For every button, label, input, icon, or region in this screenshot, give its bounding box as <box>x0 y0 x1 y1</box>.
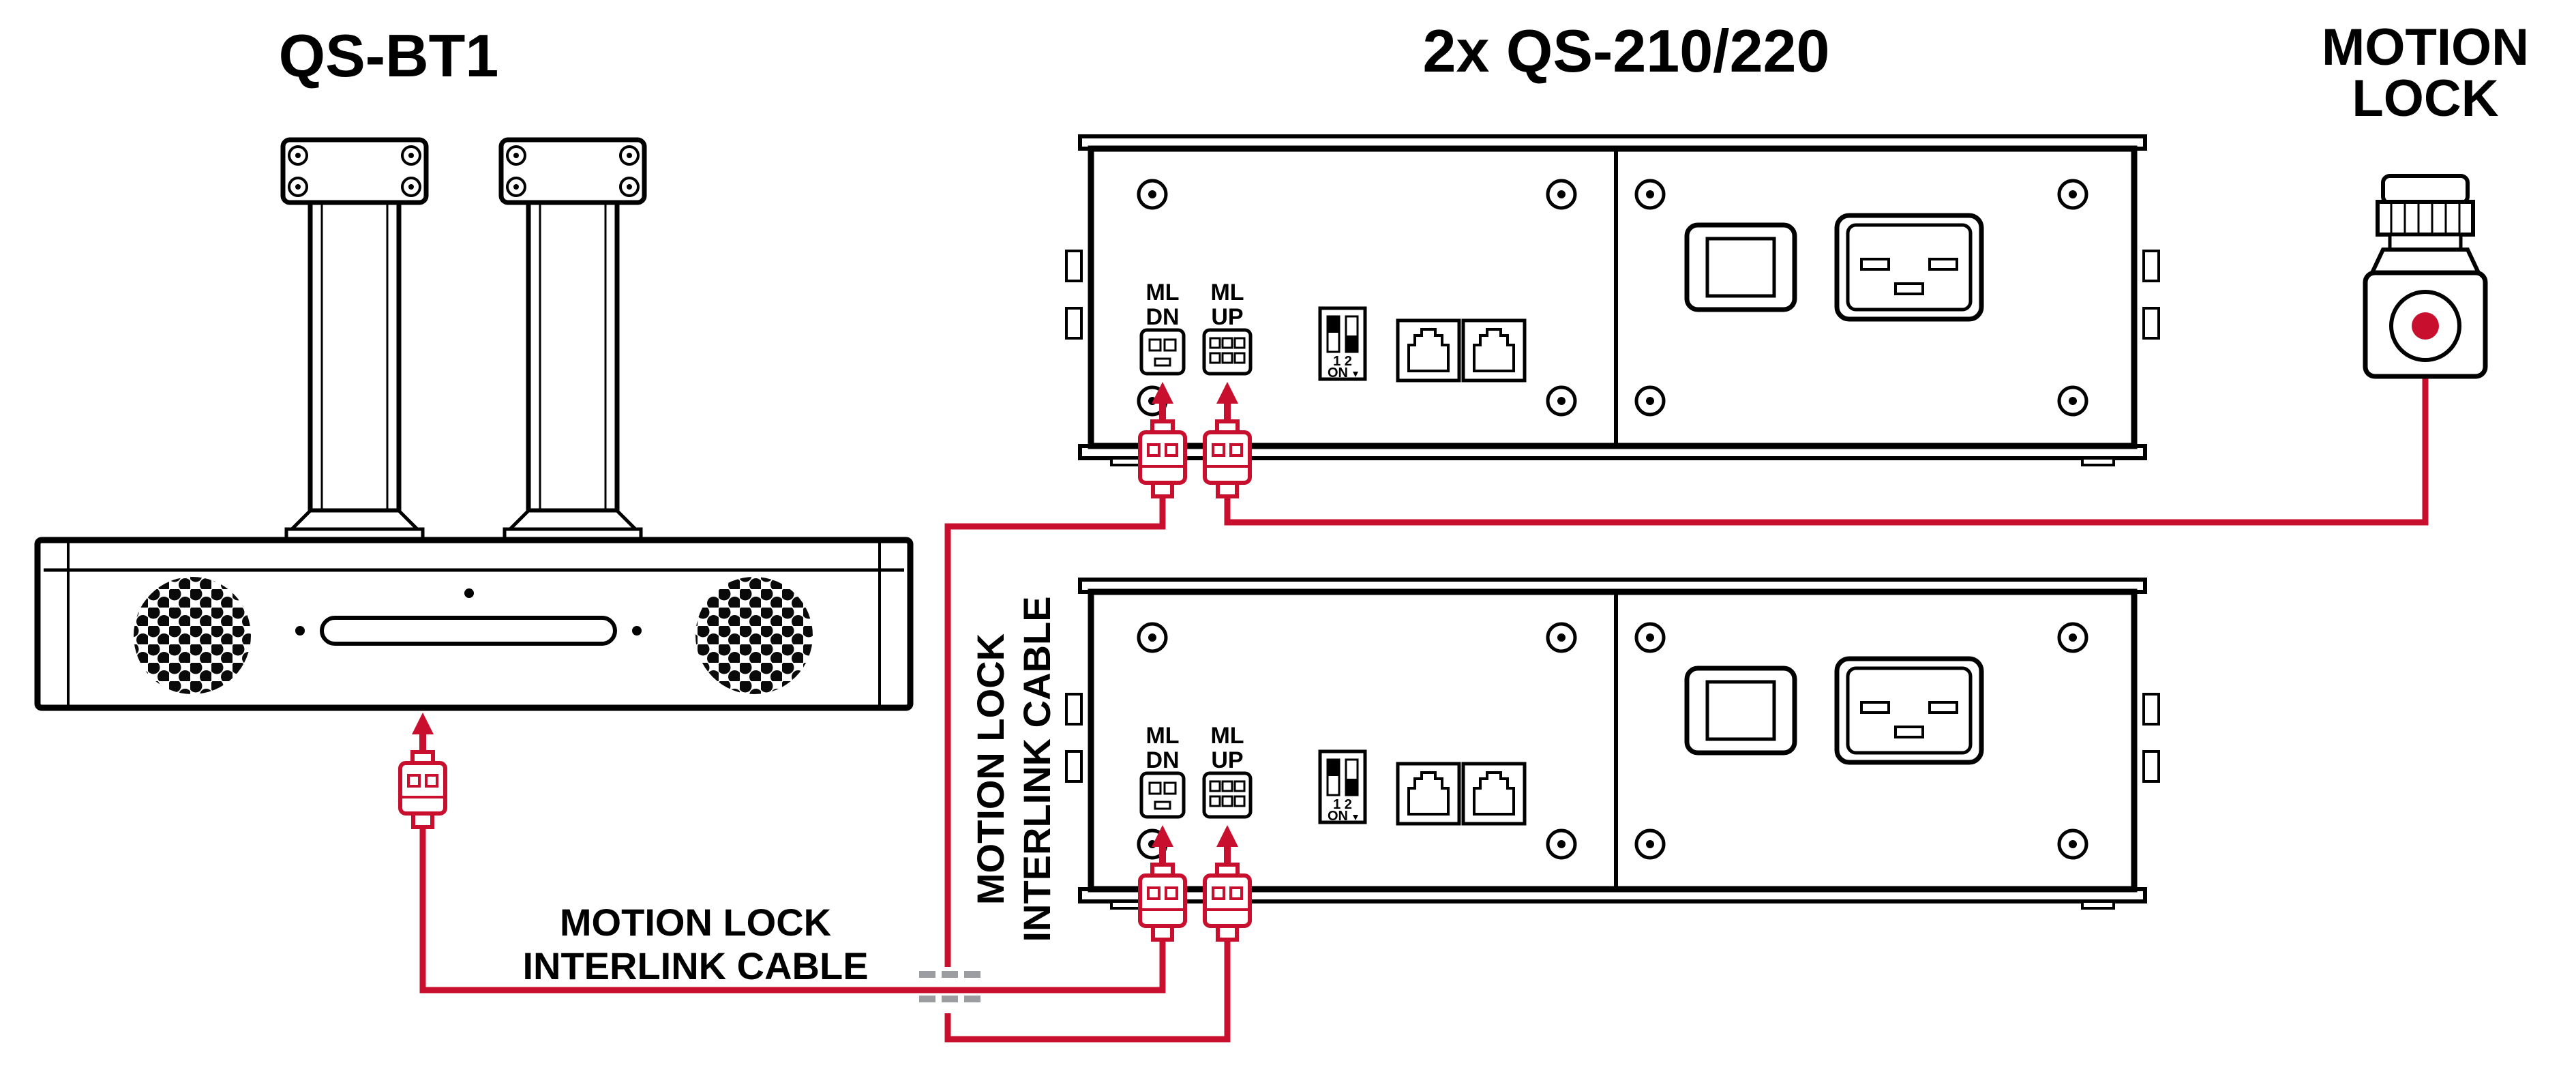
qs-bt1-title: QS-BT1 <box>279 22 499 89</box>
qs-210-220-title: 2x QS-210/220 <box>1423 17 1830 85</box>
base-dot <box>295 626 305 636</box>
speaker-grille-left <box>134 577 251 694</box>
estop-connector-center <box>2412 312 2439 340</box>
post-foot-flare <box>287 509 422 531</box>
dash <box>964 971 980 978</box>
motion-lock-device: MOTION LOCK <box>2322 18 2529 379</box>
estop-button <box>2363 174 2488 379</box>
screw-center <box>408 153 414 158</box>
screw-center <box>627 153 632 158</box>
base-dot <box>632 626 642 636</box>
dash <box>942 996 958 1002</box>
interlink-cable-horizontal-label-line1: MOTION LOCK <box>560 901 831 944</box>
screw-center <box>627 184 632 190</box>
dash <box>964 996 980 1002</box>
interlink-cable-vertical-label-line2: INTERLINK CABLE <box>1015 596 1058 942</box>
base-handle-slot <box>320 616 617 646</box>
post-foot-flare <box>505 509 640 531</box>
qs-bt1-base <box>34 537 914 711</box>
post-column <box>308 200 402 513</box>
motion-lock-title-line1: MOTION <box>2322 18 2529 76</box>
qs-bt1-post-left <box>280 137 429 542</box>
estop-knurl-band <box>2376 200 2475 237</box>
dash <box>919 971 935 978</box>
speaker-grille-right <box>695 577 813 694</box>
estop-cap <box>2381 174 2470 205</box>
screw-center <box>295 184 301 190</box>
interlink-cable-horizontal-label-line2: INTERLINK CABLE <box>522 944 868 987</box>
bt1-cable-plug <box>400 713 445 827</box>
motion-lock-cable <box>1224 326 2429 526</box>
dash <box>942 971 958 978</box>
interlink-cable-top-to-bottom <box>944 496 1231 1043</box>
motion-lock-title-line2: LOCK <box>2352 70 2498 128</box>
bracket-screws <box>288 145 421 197</box>
screw-center <box>513 184 519 190</box>
interlink-cable-vertical-label-line1: MOTION LOCK <box>969 633 1012 905</box>
estop-collar <box>2369 248 2482 275</box>
cable-break-dashes <box>919 971 980 1002</box>
screw-center <box>408 184 414 190</box>
post-column <box>526 200 620 513</box>
interlink-cable-to-bt1 <box>419 827 1166 993</box>
dash <box>919 996 935 1002</box>
screw-center <box>513 153 519 158</box>
estop-neck <box>2388 233 2463 252</box>
qs-bt1-device: QS-BT1 <box>34 22 914 827</box>
bracket-screws <box>506 145 640 197</box>
screw-center <box>295 153 301 158</box>
cables <box>419 326 2429 1043</box>
base-dot <box>464 588 474 598</box>
qs-bt1-post-right <box>498 137 647 542</box>
